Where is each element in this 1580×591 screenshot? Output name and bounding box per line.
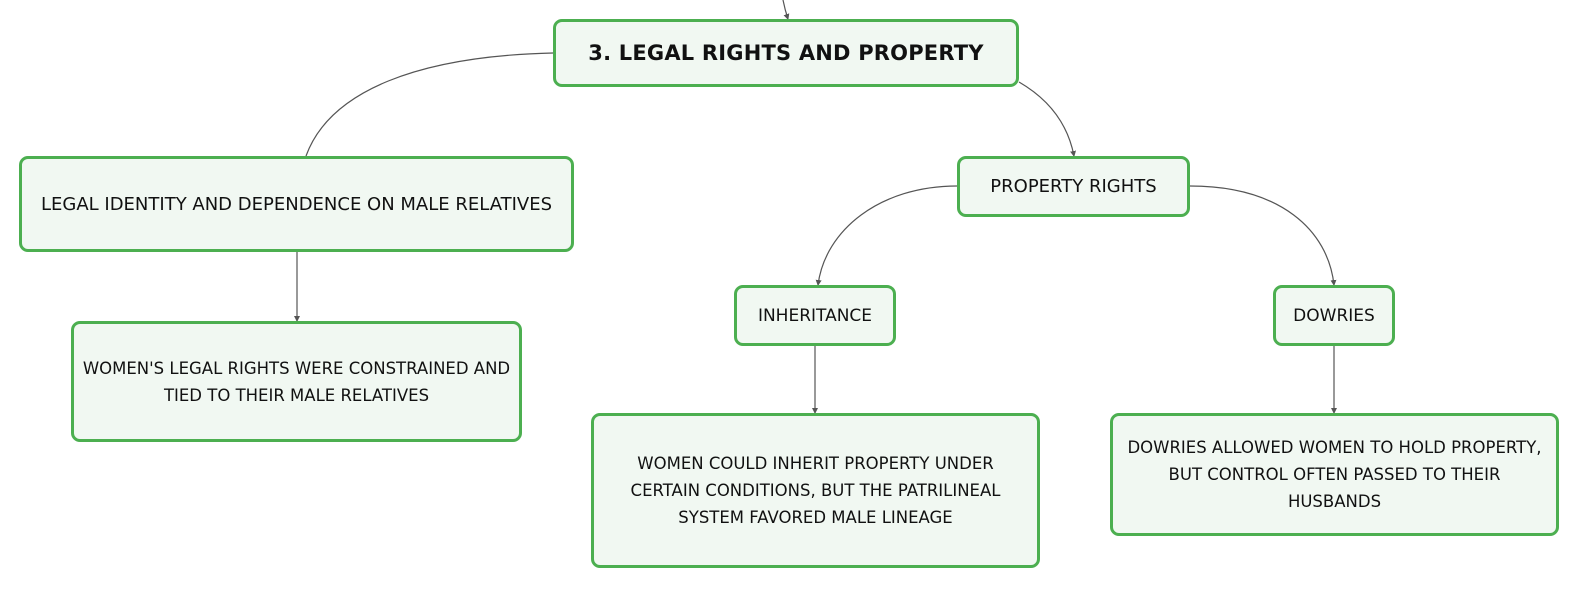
root-node[interactable]: 3. LEGAL RIGHTS AND PROPERTY xyxy=(553,19,1019,87)
node-womens-legal-rights[interactable]: WOMEN'S LEGAL RIGHTS WERE CONSTRAINED AN… xyxy=(71,321,522,442)
node-womens-legal-rights-label: WOMEN'S LEGAL RIGHTS WERE CONSTRAINED AN… xyxy=(82,358,511,405)
node-inheritance-detail[interactable]: WOMEN COULD INHERIT PROPERTY UNDER CERTA… xyxy=(591,413,1040,568)
node-inheritance[interactable]: INHERITANCE xyxy=(734,285,896,346)
node-dowries-label: DOWRIES xyxy=(1293,305,1375,326)
connector-root-to-legal-identity xyxy=(305,52,554,157)
node-dowries-detail[interactable]: DOWRIES ALLOWED WOMEN TO HOLD PROPERTY, … xyxy=(1110,413,1559,536)
connector-property-rights-to-dowries xyxy=(1189,185,1337,286)
node-dowries[interactable]: DOWRIES xyxy=(1273,285,1395,346)
node-property-rights[interactable]: PROPERTY RIGHTS xyxy=(957,156,1190,217)
node-dowries-detail-label: DOWRIES ALLOWED WOMEN TO HOLD PROPERTY, … xyxy=(1127,438,1542,511)
node-property-rights-label: PROPERTY RIGHTS xyxy=(990,176,1157,197)
root-node-label: 3. LEGAL RIGHTS AND PROPERTY xyxy=(588,41,984,65)
node-legal-identity-label: LEGAL IDENTITY AND DEPENDENCE ON MALE RE… xyxy=(40,193,553,215)
connector-root-to-property-rights xyxy=(1018,81,1076,157)
node-legal-identity[interactable]: LEGAL IDENTITY AND DEPENDENCE ON MALE RE… xyxy=(19,156,574,252)
connector-incoming-root xyxy=(782,0,790,20)
node-inheritance-label: INHERITANCE xyxy=(757,305,873,326)
node-inheritance-detail-label: WOMEN COULD INHERIT PROPERTY UNDER CERTA… xyxy=(630,454,1001,527)
connector-property-rights-to-inheritance xyxy=(815,185,958,286)
